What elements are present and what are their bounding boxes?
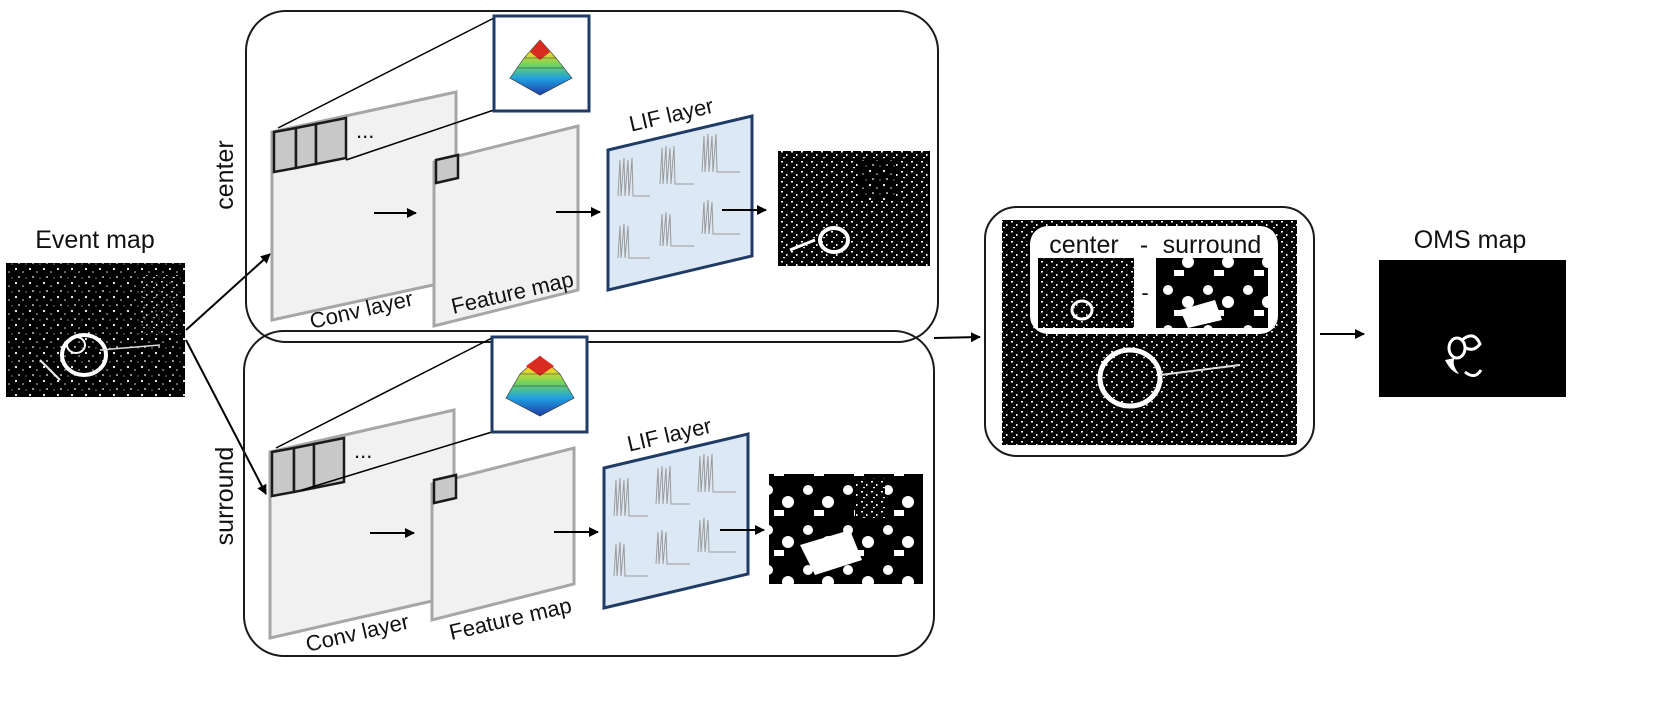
center-output-image — [778, 151, 930, 266]
center-conv-kernels — [272, 116, 348, 174]
surround-conv-kernels — [270, 436, 346, 498]
surround-lif-spike-traces — [613, 453, 736, 577]
center-zoom-line-top — [277, 17, 495, 129]
surround-output-image — [769, 474, 923, 584]
difference-center-label: center — [1049, 231, 1118, 259]
center-feature-plane — [432, 124, 580, 328]
oms-map-image — [1379, 260, 1566, 397]
arrow-panels-to-difference — [933, 332, 981, 343]
surround-gaussian-kernel-inset — [490, 335, 589, 434]
center-lif-plane — [606, 114, 754, 292]
center-lif-spike-traces — [617, 133, 740, 259]
event-map-label: Event map — [35, 226, 155, 254]
center-zoom-line-bottom — [345, 109, 495, 161]
difference-minus-label: - — [1140, 231, 1148, 259]
surround-ellipsis: ... — [354, 438, 372, 463]
difference-surround-thumbnail — [1156, 258, 1268, 328]
surround-zoom-line-top — [275, 337, 493, 449]
difference-operator: - — [1141, 280, 1148, 305]
surround-feature-kernel — [432, 473, 458, 505]
center-label: center — [211, 140, 239, 209]
center-gaussian-kernel-inset — [492, 14, 591, 113]
event-map-image — [6, 263, 185, 397]
surround-feature-plane — [430, 446, 576, 622]
center-ellipsis: ... — [356, 118, 374, 143]
surround-lif-plane — [602, 432, 750, 610]
surround-zoom-line-bottom — [301, 431, 493, 491]
surround-label: surround — [211, 447, 239, 546]
center-feature-kernel — [434, 153, 460, 185]
arrow-event-to-center — [185, 253, 271, 331]
center-panel — [245, 10, 939, 343]
difference-surround-label: surround — [1163, 231, 1262, 259]
difference-panel — [984, 206, 1315, 457]
surround-panel — [243, 330, 935, 657]
oms-map-label: OMS map — [1414, 226, 1527, 254]
difference-center-thumbnail — [1038, 258, 1134, 328]
arrow-event-to-surround — [185, 339, 267, 495]
